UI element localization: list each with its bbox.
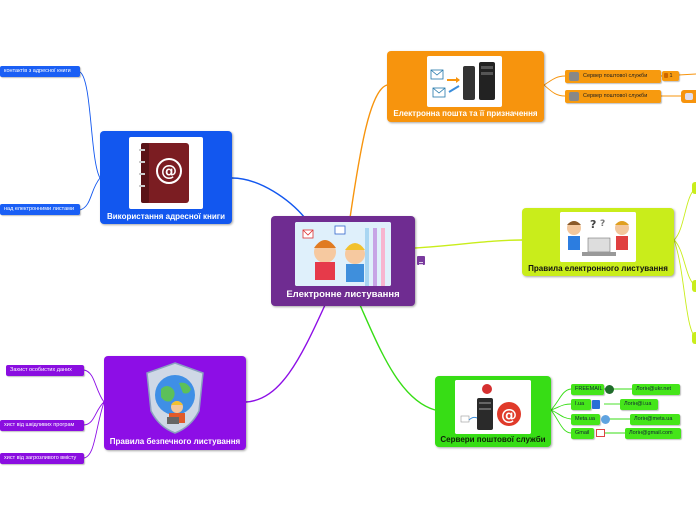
link-ab-child-1: [79, 71, 101, 179]
email-offscreen-node[interactable]: [681, 90, 696, 103]
link-safe-child-3: [83, 401, 105, 459]
note-icon[interactable]: [417, 256, 425, 267]
rules-picture: ? ?: [560, 212, 636, 262]
address-book-branch-title: Використання адресної книги: [106, 212, 226, 221]
hand-icon: [664, 73, 668, 79]
svg-text:?: ?: [590, 218, 596, 231]
address-book-branch-node[interactable]: @ Використання адресної книги: [100, 131, 232, 224]
rules-branch-node[interactable]: ? ? Правила електронного листування: [522, 208, 674, 276]
email-branch-title: Електронна пошта та її призначення: [393, 109, 538, 118]
svg-text:@: @: [161, 161, 177, 180]
server-row-metaua-login[interactable]: Логін@meta.ua: [630, 414, 680, 425]
link-central-servers: [359, 304, 436, 411]
safe-child-malware[interactable]: хист від шкідливих програм: [0, 420, 84, 431]
rules-offscreen-node-2[interactable]: [692, 280, 696, 292]
server-row-gmail[interactable]: Gmail: [571, 428, 594, 439]
address-book-child-2[interactable]: над електронними листами: [0, 204, 80, 215]
rules-branch-title: Правила електронного листування: [528, 264, 668, 273]
safe-child-personal-data[interactable]: Захист особистих даних: [6, 365, 84, 376]
address-book-picture: @: [129, 137, 203, 209]
central-node[interactable]: Електронне листування: [271, 216, 415, 306]
link-servers-row-1: [550, 388, 572, 411]
email-server-picture: [427, 56, 502, 107]
kids-writing-picture: [295, 222, 391, 286]
svg-text:@: @: [501, 405, 517, 424]
server-row-iua-login[interactable]: Логін@i.ua: [620, 399, 658, 410]
metaua-logo-icon: [601, 415, 610, 424]
rules-offscreen-node-1[interactable]: [692, 182, 696, 194]
safe-child-content[interactable]: хист від загрозливого вмісту: [0, 453, 84, 464]
link-ab-child-2: [79, 177, 101, 211]
iua-logo-icon: [592, 400, 600, 409]
email-child-server-2[interactable]: Сервер поштової служби: [565, 90, 661, 103]
central-title: Електронне листування: [286, 289, 400, 300]
mail-server-picture: @: [455, 380, 531, 434]
servers-branch-node[interactable]: @ Сервери поштової служби: [435, 376, 551, 447]
link-rules-up: [673, 187, 696, 241]
email-branch-node[interactable]: Електронна пошта та її призначення: [387, 51, 544, 122]
gmail-logo-icon: [596, 429, 605, 437]
freemail-logo-icon: [605, 385, 614, 394]
safe-branch-title: Правила безпечного листування: [109, 437, 241, 446]
link-email-child-1: [543, 75, 566, 86]
server-icon: [569, 72, 579, 81]
link-central-rules: [414, 239, 523, 249]
link-email-child-2: [543, 84, 566, 97]
server-row-iua[interactable]: I.ua: [571, 399, 591, 410]
servers-branch-title: Сервери поштової служби: [440, 435, 546, 444]
link-servers-row-3: [550, 409, 572, 420]
server-row-metaua[interactable]: Meta.ua: [571, 414, 600, 425]
server-row-freemail-login[interactable]: Логін@ukr.net: [632, 384, 680, 395]
link-servers-row-2: [550, 403, 572, 411]
link-rules-mid: [673, 239, 696, 287]
link-central-email: [349, 84, 388, 219]
rules-offscreen-node-3[interactable]: [692, 332, 696, 344]
link-servers-row-4: [550, 409, 572, 434]
server-row-gmail-login[interactable]: Логін@gmail.com: [625, 428, 681, 439]
server-icon: [569, 92, 579, 101]
arrow-icon: [685, 93, 693, 100]
email-child-badge: 1: [662, 71, 679, 81]
link-safe-child-2: [83, 401, 105, 426]
safe-branch-node[interactable]: Правила безпечного листування: [104, 356, 246, 450]
shield-globe-picture: [143, 361, 207, 435]
address-book-child-1[interactable]: контактів з адресної книги: [0, 66, 80, 77]
email-child-server-1[interactable]: Сервер поштової служби: [565, 70, 661, 83]
link-safe-child-1: [83, 369, 105, 403]
link-central-addressbook: [231, 177, 306, 219]
server-row-freemail[interactable]: FREEMAIL: [571, 384, 604, 395]
svg-text:?: ?: [600, 219, 605, 229]
link-central-safe: [245, 304, 326, 403]
